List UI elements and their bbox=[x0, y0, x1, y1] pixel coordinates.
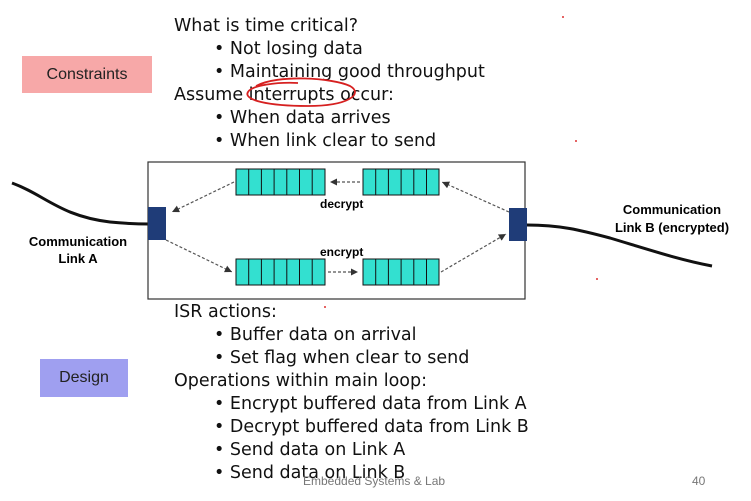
design-list: ISR actions: • Buffer data on arrival • … bbox=[174, 301, 529, 485]
link-b-cable bbox=[526, 223, 713, 268]
bullet-buffer-data: • Buffer data on arrival bbox=[214, 325, 417, 345]
constraints-label: Constraints bbox=[22, 56, 152, 93]
link-a-label-line1: Communication bbox=[29, 234, 127, 249]
link-b-label-line1: Communication bbox=[623, 202, 721, 217]
arrow-linka-to-encrypt bbox=[165, 239, 233, 273]
arrow-linkb-to-decrypt bbox=[441, 181, 510, 213]
isr-heading: ISR actions: bbox=[174, 302, 277, 322]
annotation-dot bbox=[324, 306, 326, 308]
encryption-diagram: decrypt encrypt Communication Link A Com… bbox=[11, 161, 729, 300]
encrypt-output-buffer bbox=[362, 258, 440, 286]
footer-text: Embedded Systems & Lab bbox=[303, 474, 446, 488]
main-loop-heading: Operations within main loop: bbox=[174, 371, 427, 391]
annotation-dot bbox=[575, 140, 577, 142]
bullet-decrypt: • Decrypt buffered data from Link B bbox=[214, 417, 529, 437]
bullet-set-flag: • Set flag when clear to send bbox=[214, 348, 470, 368]
encrypt-input-buffer bbox=[235, 258, 326, 286]
page-number: 40 bbox=[692, 474, 706, 488]
decrypt-input-buffer bbox=[235, 168, 326, 196]
bullet-clear-to-send: • When link clear to send bbox=[214, 131, 437, 151]
encrypt-label: encrypt bbox=[320, 245, 363, 259]
link-a-label-line2: Link A bbox=[58, 251, 98, 266]
time-critical-list: What is time critical? • Not losing data… bbox=[174, 15, 485, 153]
arrow-decrypt-to-linka bbox=[171, 181, 235, 213]
bullet-throughput: • Maintaining good throughput bbox=[214, 62, 485, 82]
interrupts-heading: Assume interrupts occur: bbox=[174, 85, 394, 105]
bullet-data-arrives: • When data arrives bbox=[214, 108, 391, 128]
annotation-dot bbox=[562, 16, 564, 18]
design-label: Design bbox=[40, 359, 128, 397]
bullet-encrypt: • Encrypt buffered data from Link A bbox=[214, 394, 527, 414]
bullet-send-a: • Send data on Link A bbox=[214, 440, 406, 460]
arrow-encrypt-to-linkb bbox=[440, 233, 507, 273]
bullet-send-b: • Send data on Link B bbox=[214, 463, 406, 483]
decrypt-label: decrypt bbox=[320, 197, 363, 211]
decrypt-output-buffer bbox=[362, 168, 440, 196]
bullet-not-losing-data: • Not losing data bbox=[214, 39, 363, 59]
annotation-dot bbox=[596, 278, 598, 280]
interrupts-annotation-circle bbox=[246, 77, 356, 107]
time-critical-heading: What is time critical? bbox=[174, 16, 359, 36]
processor-box bbox=[147, 161, 526, 300]
link-b-label-line2: Link B (encrypted) bbox=[615, 220, 729, 235]
port-link-b bbox=[509, 208, 527, 241]
link-a-cable bbox=[11, 181, 151, 226]
port-link-a bbox=[148, 207, 166, 240]
